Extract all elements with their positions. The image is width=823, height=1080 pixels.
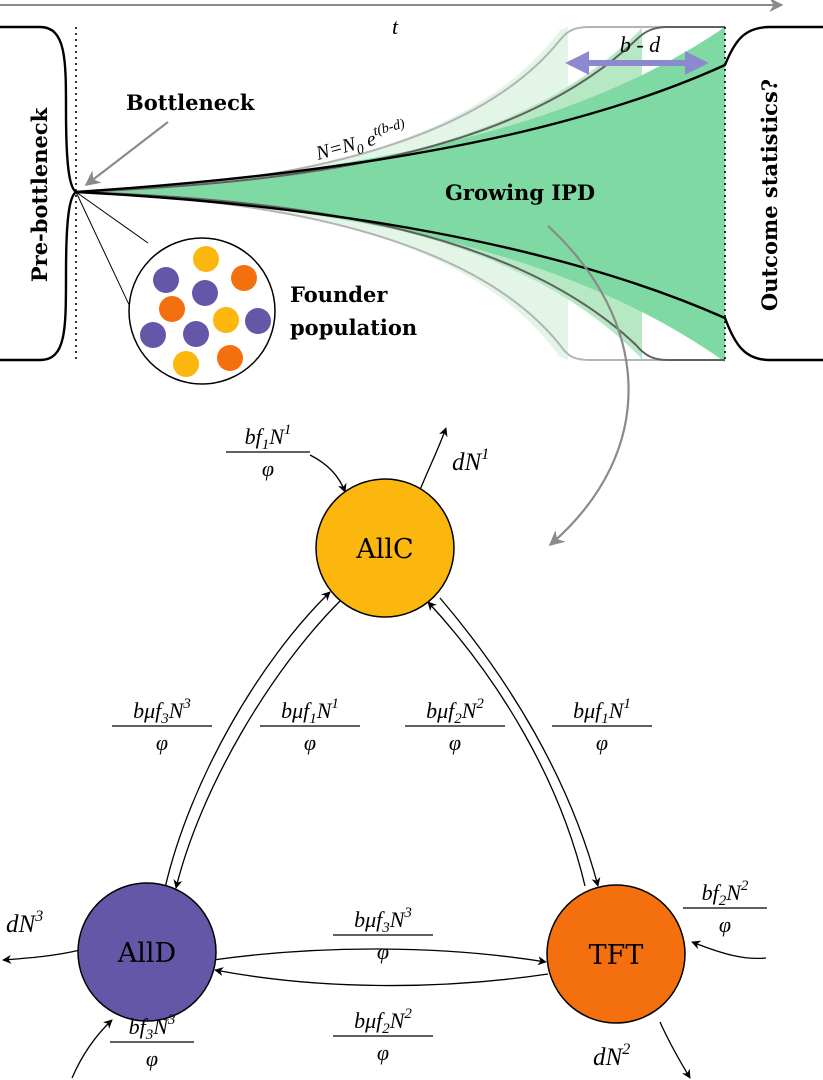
death-alld-death: dN3 xyxy=(6,908,43,938)
death-tft-death: dN2 xyxy=(593,1041,630,1071)
founder-tft xyxy=(159,296,185,322)
time-axis: t xyxy=(0,0,784,39)
outcome-statistics-label: Outcome statistics? xyxy=(757,79,782,311)
pre-bottleneck-label: Pre-bottleneck xyxy=(27,107,52,282)
rate-m-t-to-c: bμf2N2 φ xyxy=(405,696,505,755)
arrow-tft-to-alld xyxy=(214,967,549,987)
rate-numerator: bμf3N3 xyxy=(354,905,412,936)
arrow-tft-birth xyxy=(691,940,767,960)
rate-denominator: φ xyxy=(262,456,274,481)
rate-denominator: φ xyxy=(304,730,316,755)
trajectory-light-top xyxy=(75,26,725,193)
trajectory-main-top xyxy=(75,25,823,194)
time-axis-label: t xyxy=(392,14,399,39)
rate-denominator: φ xyxy=(719,912,731,937)
arrow-allc-to-tft xyxy=(439,597,601,887)
arrow-allc-to-alld xyxy=(173,597,344,889)
rate-allc-birth: bf1N1 φ xyxy=(226,422,310,481)
arrow-alld-to-allc xyxy=(164,591,331,889)
rate-m-d-to-t: bμf3N3 φ xyxy=(333,905,433,964)
founder-allc xyxy=(193,246,219,272)
rate-m-t-to-d: bμf2N2 φ xyxy=(333,1006,433,1065)
growth-band-main xyxy=(76,27,725,362)
arrow-tft-to-allc xyxy=(427,601,586,887)
bottleneck-label: Bottleneck xyxy=(126,90,255,115)
rate-numerator: bμf1N1 xyxy=(281,696,339,727)
rate-numerator: bf1N1 xyxy=(245,422,292,453)
rate-denominator: φ xyxy=(156,730,168,755)
node-allc: AllC xyxy=(315,478,455,618)
node-alld-label: AllD xyxy=(117,938,176,969)
founder-alld xyxy=(183,321,209,347)
founder-allc xyxy=(213,307,239,333)
arrow-allc-death xyxy=(419,427,448,491)
rate-denominator: φ xyxy=(146,1046,158,1071)
node-allc-label: AllC xyxy=(355,534,413,565)
bottleneck-pointer xyxy=(84,121,169,186)
rate-m-c-to-d: bμf1N1 φ xyxy=(260,696,360,755)
node-alld: AllD xyxy=(77,882,217,1022)
founder-label-line2: population xyxy=(290,315,417,340)
rate-numerator: bμf2N2 xyxy=(354,1006,412,1037)
node-allc-circle xyxy=(315,478,455,618)
node-tft-label: TFT xyxy=(589,940,644,971)
founder-population-inset xyxy=(75,191,276,385)
node-alld-circle xyxy=(77,882,217,1022)
founder-tft xyxy=(231,265,257,291)
node-tft: TFT xyxy=(546,884,686,1024)
founder-alld xyxy=(153,267,179,293)
arrow-alld-to-tft xyxy=(212,948,547,966)
death-allc-death: dN1 xyxy=(452,446,489,476)
rate-numerator: bf2N2 xyxy=(702,878,749,909)
founder-tft xyxy=(217,345,243,371)
population-funnel xyxy=(0,25,823,362)
founder-allc xyxy=(173,351,199,377)
rate-numerator: bμf1N1 xyxy=(573,696,631,727)
arrow-alld-death xyxy=(2,949,81,964)
growth-rate-label: b - d xyxy=(620,32,661,57)
rate-numerator: bμf2N2 xyxy=(426,696,484,727)
death-labels: dN1 dN3 dN2 xyxy=(6,446,630,1071)
rate-m-c-to-t: bμf1N1 φ xyxy=(552,696,652,755)
rate-numerator: bμf3N3 xyxy=(133,696,191,727)
zoom-arrow xyxy=(547,225,630,547)
rate-denominator: φ xyxy=(377,1040,389,1065)
trajectory-mid-top xyxy=(75,26,725,193)
rate-m-d-to-c: bμf3N3 φ xyxy=(112,696,212,755)
rate-tft-birth: bf2N2 φ xyxy=(683,878,767,937)
arrow-alld-birth xyxy=(71,1019,113,1079)
rate-alld-birth: bf3N3 φ xyxy=(110,1012,194,1071)
rate-denominator: φ xyxy=(596,730,608,755)
trajectory-main-bottom xyxy=(75,190,823,362)
rate-denominator: φ xyxy=(449,730,461,755)
founder-label-line1: Founder xyxy=(290,282,388,307)
growing-ipd-label: Growing IPD xyxy=(445,180,595,205)
node-tft-circle xyxy=(546,884,686,1024)
trajectory-mid-bottom xyxy=(75,191,725,361)
inset-connector-top xyxy=(75,191,149,244)
founder-alld xyxy=(245,308,271,334)
rate-labels: bf1N1φbf3N3φbf2N2φbμf3N3φbμf1N1φbμf2N2φb… xyxy=(110,422,767,1071)
mutation-arrows xyxy=(2,427,767,1079)
founder-alld xyxy=(192,280,218,306)
rate-denominator: φ xyxy=(377,939,389,964)
founder-alld xyxy=(140,322,166,348)
arrow-tft-death xyxy=(659,1021,691,1079)
arrow-allc-birth xyxy=(309,454,347,493)
rate-numerator: bf3N3 xyxy=(129,1012,176,1043)
